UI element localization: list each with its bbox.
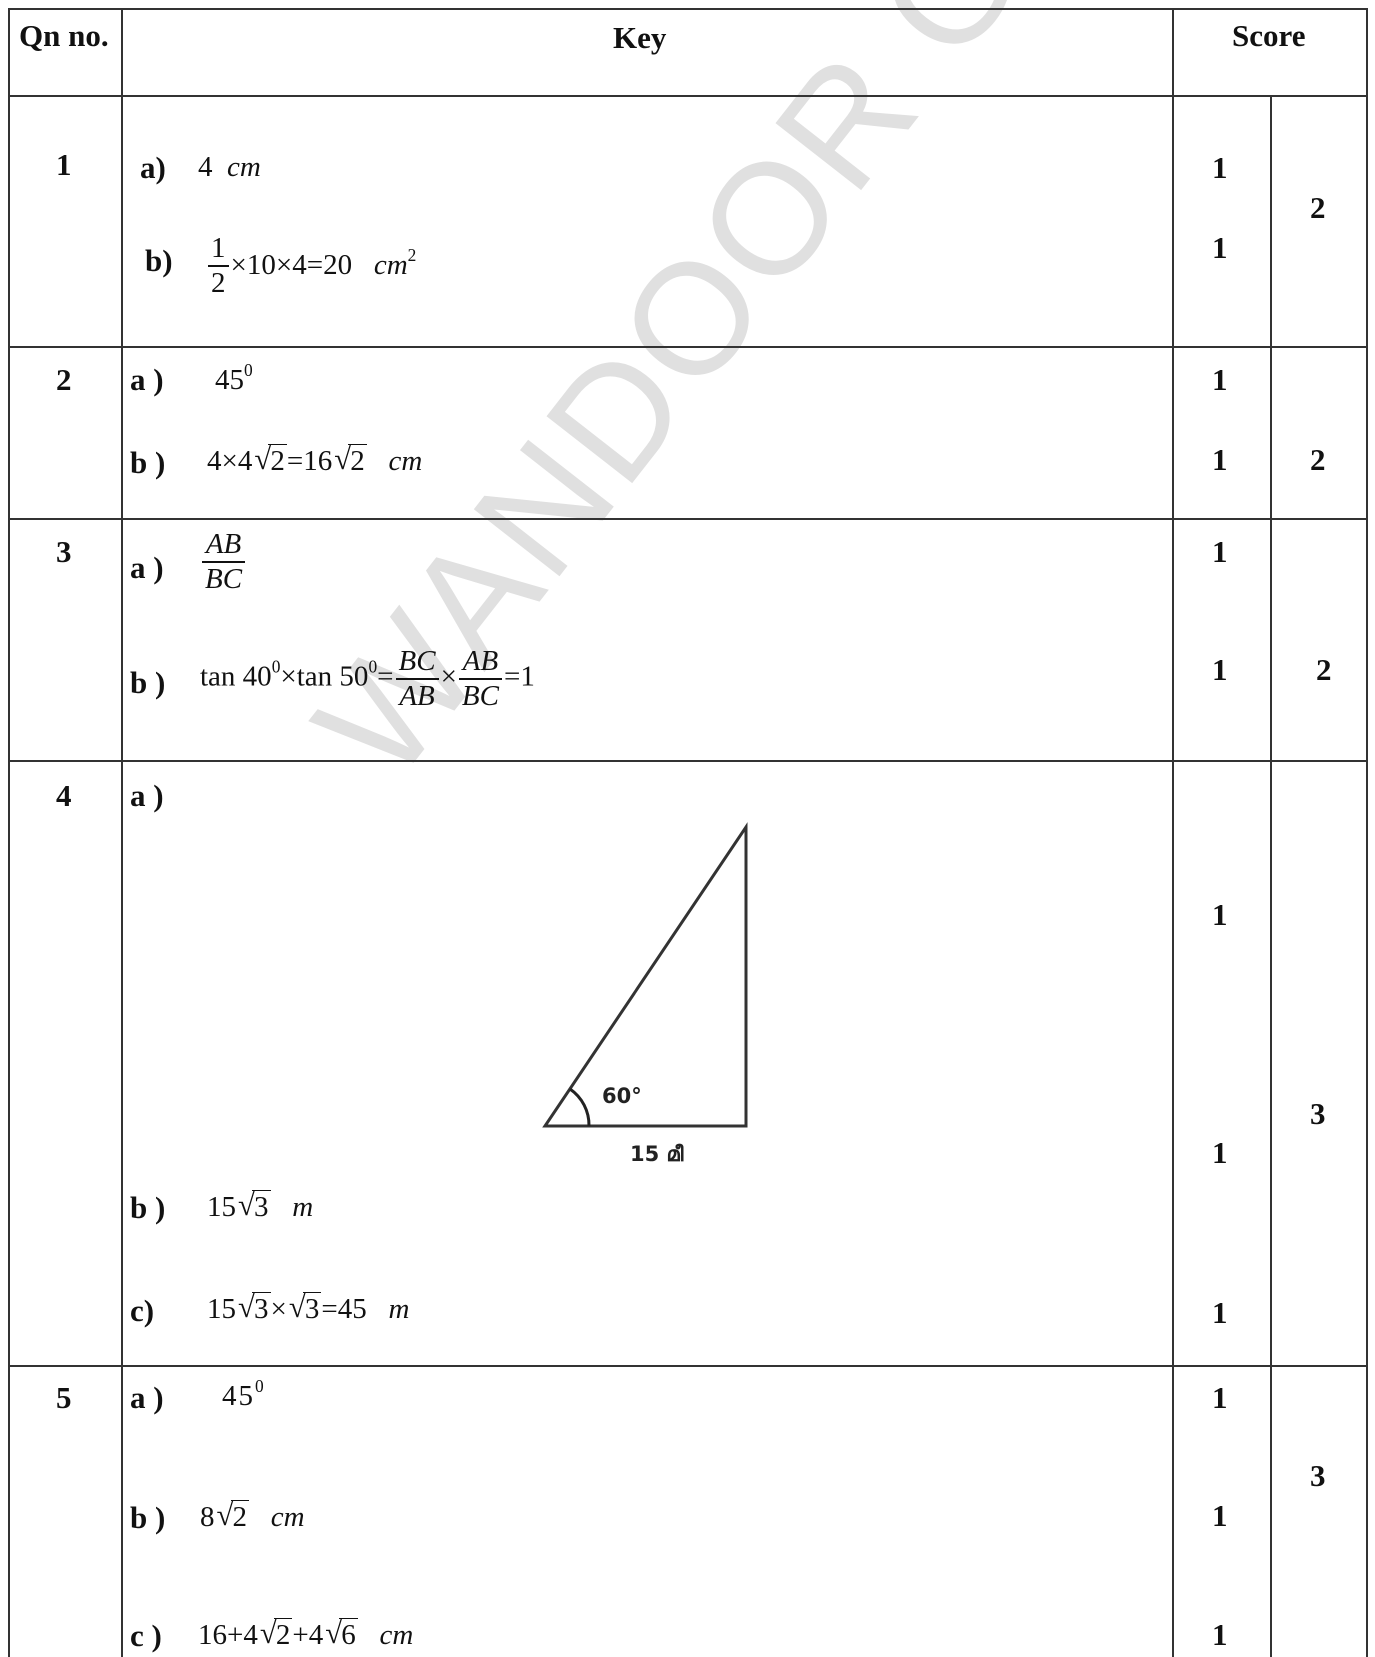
part-label: b ) — [130, 1500, 166, 1535]
base-label: 15 മീ — [630, 1142, 684, 1166]
score-total: 3 — [1310, 1458, 1326, 1493]
score-mark: 1 — [1212, 1498, 1228, 1533]
answer-4c: 153×3=45 m — [207, 1290, 409, 1326]
answer-4b: 153 m — [207, 1188, 313, 1224]
answer-5a: 450 — [222, 1375, 266, 1412]
answer-1a: 4 cm — [198, 151, 261, 183]
header-qn-no: Qn no. — [19, 18, 109, 53]
part-label: a ) — [130, 362, 164, 397]
score-mark: 1 — [1212, 897, 1228, 932]
score-mark: 1 — [1212, 442, 1228, 477]
score-mark: 1 — [1212, 1617, 1228, 1652]
part-label: a ) — [130, 550, 164, 585]
score-mark: 1 — [1212, 1135, 1228, 1170]
score-mark: 1 — [1212, 1295, 1228, 1330]
score-mark: 1 — [1212, 534, 1228, 569]
score-mark: 1 — [1212, 230, 1228, 265]
question-number: 3 — [56, 534, 72, 569]
score-total: 2 — [1316, 652, 1332, 687]
answer-5b: 82 cm — [200, 1498, 305, 1534]
score-mark: 1 — [1212, 150, 1228, 185]
part-label: b ) — [130, 445, 166, 480]
triangle-diagram: 60° 15 മീ — [542, 822, 748, 1166]
angle-label: 60° — [602, 1084, 642, 1108]
angle-arc — [569, 1087, 591, 1127]
score-total: 2 — [1310, 442, 1326, 477]
header-key: Key — [613, 20, 667, 55]
question-number: 5 — [56, 1380, 72, 1415]
score-total: 2 — [1310, 190, 1326, 225]
question-number: 4 — [56, 778, 72, 813]
part-label: a ) — [130, 778, 164, 813]
score-total: 3 — [1310, 1096, 1326, 1131]
question-number: 2 — [56, 362, 72, 397]
score-mark: 1 — [1212, 652, 1228, 687]
part-label: b ) — [130, 1190, 166, 1225]
part-label: a) — [140, 150, 166, 185]
header-score: Score — [1232, 18, 1306, 53]
part-label: b ) — [130, 665, 166, 700]
part-label: c ) — [130, 1618, 162, 1653]
part-label: a ) — [130, 1380, 164, 1415]
answer-5c: 16+42+46 cm — [198, 1616, 413, 1652]
score-mark: 1 — [1212, 362, 1228, 397]
right-triangle — [542, 822, 748, 1128]
answer-2a: 450 — [215, 359, 253, 396]
score-mark: 1 — [1212, 1380, 1228, 1415]
question-number: 1 — [56, 147, 72, 182]
answer-2b: 4×42=162 cm — [207, 442, 422, 478]
part-label: c) — [130, 1293, 155, 1328]
part-label: b) — [145, 243, 173, 278]
